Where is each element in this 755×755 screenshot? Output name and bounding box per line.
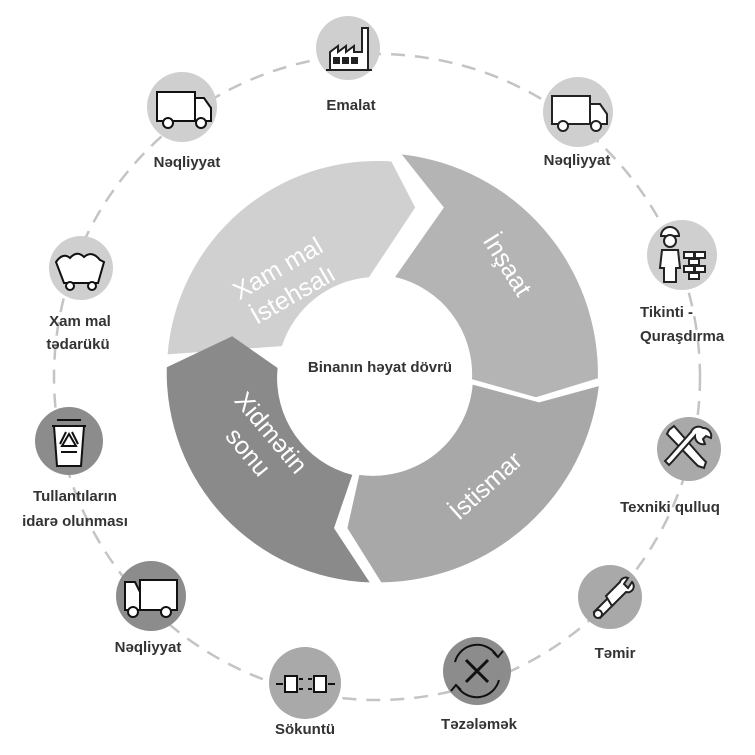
truck-icon bbox=[551, 95, 608, 132]
segment-construction bbox=[395, 154, 598, 398]
node-repair: Təmir bbox=[578, 565, 642, 662]
node-label-construction-install-1: Tikinti - bbox=[640, 304, 693, 321]
cycle-ring bbox=[166, 154, 599, 583]
node-label-demolition: Sökuntü bbox=[275, 721, 335, 738]
node-processing: Emalat bbox=[316, 16, 380, 114]
node-raw-supply: Xam mal tədarükü bbox=[46, 236, 113, 353]
node-construction-install: Tikinti - Quraşdırma bbox=[640, 220, 725, 345]
truck-icon bbox=[124, 579, 178, 618]
wrench-screwdriver-icon bbox=[663, 424, 713, 470]
node-label-repair: Təmir bbox=[595, 645, 636, 662]
node-label-raw-supply-1: Xam mal bbox=[49, 313, 111, 330]
node-transport-bottom-left: Nəqliyyat bbox=[115, 561, 186, 656]
node-renovation: Təzələmək bbox=[441, 637, 518, 733]
node-label-transport-top-left: Nəqliyyat bbox=[154, 154, 221, 171]
recycle-bin-icon bbox=[52, 419, 86, 467]
node-transport-top-right: Nəqliyyat bbox=[543, 77, 613, 169]
segment-operation bbox=[347, 384, 599, 583]
node-label-transport-bottom-left: Nəqliyyat bbox=[115, 639, 182, 656]
mine-cart-icon bbox=[54, 252, 106, 291]
segment-raw-production bbox=[167, 161, 416, 355]
renovate-cycle-icon bbox=[450, 643, 504, 699]
center-title: Binanın həyat dövrü bbox=[308, 359, 452, 376]
node-label-raw-supply-2: tədarükü bbox=[46, 336, 109, 353]
node-label-waste-management-2: idarə olunması bbox=[22, 513, 128, 530]
node-maintenance: Texniki qulluq bbox=[620, 417, 721, 516]
node-waste-management: Tullantıların idarə olunması bbox=[22, 407, 128, 530]
node-transport-top-left: Nəqliyyat bbox=[147, 72, 220, 171]
node-label-construction-install-2: Quraşdırma bbox=[640, 328, 725, 345]
node-label-renovation: Təzələmək bbox=[441, 716, 518, 733]
node-label-transport-top-right: Nəqliyyat bbox=[544, 152, 611, 169]
node-label-waste-management-1: Tullantıların bbox=[33, 488, 117, 505]
factory-icon bbox=[326, 27, 372, 71]
node-label-maintenance: Texniki qulluq bbox=[620, 499, 720, 516]
truck-icon bbox=[156, 91, 212, 129]
construction-worker-icon bbox=[658, 226, 706, 283]
node-demolition: Sökuntü bbox=[269, 647, 341, 738]
repair-wrench-icon bbox=[592, 576, 635, 620]
segment-end-of-service bbox=[166, 336, 370, 583]
node-label-processing: Emalat bbox=[326, 97, 375, 114]
demolition-plug-icon bbox=[276, 675, 335, 693]
